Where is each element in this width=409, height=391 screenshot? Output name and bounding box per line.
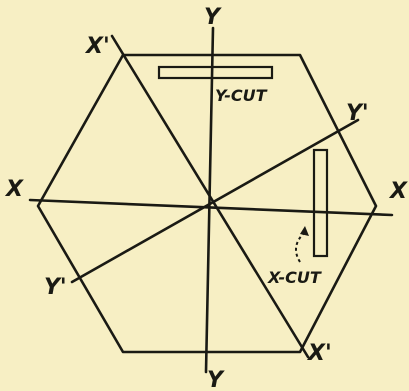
x-prime-axis [110,34,310,359]
hexagon-outline [36,53,378,354]
label-x-prime-bottom: X' [306,341,332,366]
y-prime-axis [70,118,360,284]
x-cut-pointer-arrowhead [300,226,309,236]
label-y-cut: Y-CUT [215,86,268,105]
label-x-cut: X-CUT [267,268,322,287]
label-y-prime-left: Y' [44,275,67,300]
label-x-prime-top: X' [84,34,110,59]
x-axis [28,198,394,217]
x-cut-pointer-arrow [295,231,306,263]
y-cut-plate [157,65,274,80]
y-axis [204,26,215,374]
label-y-prime-right: Y' [346,101,369,126]
x-cut-plate [312,148,329,258]
label-x-left: X [4,177,24,202]
label-y-bottom: Y [207,368,225,391]
label-y-top: Y [204,5,222,30]
label-x-right: X [388,179,408,204]
